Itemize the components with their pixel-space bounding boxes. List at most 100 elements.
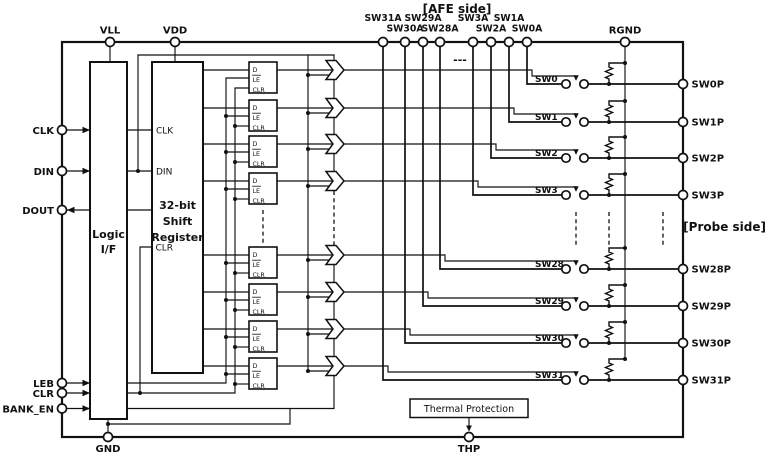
latch-clr-label: CLR <box>253 309 266 316</box>
latch-d-label: D <box>253 289 258 296</box>
latch-le-label: LE <box>253 299 261 306</box>
pin-bank-en <box>56 403 68 414</box>
switch-label: SW3 <box>535 186 558 196</box>
switch-label: SW1 <box>535 113 558 123</box>
control-arrowhead <box>573 371 579 377</box>
shunt-resistor <box>603 321 626 344</box>
afe-pin-label: SW30A <box>386 24 424 35</box>
control-arrowhead <box>573 334 579 340</box>
switch-contact-left <box>560 152 572 164</box>
shunt-resistor <box>603 247 626 270</box>
switch-contact-right <box>578 189 590 201</box>
afe-feed-wire <box>472 45 563 196</box>
afe-pin-label: SW31A <box>364 13 402 24</box>
junction-dots <box>106 169 142 426</box>
probe-pin <box>677 78 689 90</box>
driver-buffer <box>324 133 345 155</box>
switch-contact-left <box>560 337 572 349</box>
switch-label: SW29 <box>535 297 564 307</box>
control-arrowhead <box>573 297 579 303</box>
afe-feed-wire <box>526 45 563 85</box>
afe-pin <box>377 36 389 48</box>
pin-dout <box>56 204 68 216</box>
switch-contact-right <box>578 152 590 164</box>
switch-contact-left <box>560 78 572 90</box>
latch-d-label: D <box>253 363 258 370</box>
latch-clr-label: CLR <box>253 272 266 279</box>
latch-le-label: LE <box>253 188 261 195</box>
afe-feed-wire <box>490 45 563 159</box>
shift-din-input-label: DIN <box>156 168 172 178</box>
afe-feed-wire <box>508 45 563 123</box>
switch-contact-left <box>560 374 572 386</box>
latch-cell <box>248 135 278 168</box>
control-arrowhead <box>573 75 579 81</box>
latch-le-label: LE <box>253 115 261 122</box>
shift-register-title-2: Shift <box>163 215 193 228</box>
afe-feed-wire <box>382 45 563 381</box>
latch-le-label: LE <box>253 77 261 84</box>
afe-pin <box>417 36 429 48</box>
latch-cell <box>248 283 278 316</box>
switch-contact-right <box>578 300 590 312</box>
switch-contact-right <box>578 116 590 128</box>
probe-side-label: [Probe side] <box>683 220 766 234</box>
latch-cell <box>248 172 278 205</box>
afe-pin <box>434 36 446 48</box>
probe-pin <box>677 189 689 201</box>
latch-cell <box>248 320 278 353</box>
clk-label: CLK <box>33 126 56 137</box>
afe-pin <box>467 36 479 48</box>
switch-label: SW2 <box>535 149 558 159</box>
afe-pin-label: SW2A <box>476 24 507 35</box>
shunt-resistor <box>603 284 626 307</box>
latch-d-label: D <box>253 178 258 185</box>
probe-pin-label: SW28P <box>692 265 731 276</box>
latch-d-label: D <box>253 141 258 148</box>
afe-pin <box>503 36 515 48</box>
latch-le-label: LE <box>253 336 261 343</box>
afe-pin-label: SW0A <box>512 24 543 35</box>
vll-label: VLL <box>100 26 121 37</box>
thermal-protection-block <box>409 398 529 419</box>
control-arrowhead <box>573 149 579 155</box>
latch-d-label: D <box>253 252 258 259</box>
bank-en-label: BANK_EN <box>2 405 54 416</box>
afe-pin-label: SW1A <box>494 13 525 24</box>
pin-rgnd <box>619 36 631 48</box>
shunt-resistor <box>603 136 626 159</box>
driver-buffer <box>324 170 345 192</box>
latch-cell <box>248 357 278 390</box>
afe-feed-wire <box>439 45 563 270</box>
dout-label: DOUT <box>22 206 54 217</box>
switch-contact-right <box>578 263 590 275</box>
shunt-resistor <box>603 62 626 85</box>
switch-contact-right <box>578 337 590 349</box>
latch-cell <box>248 61 278 94</box>
switch-label: SW0 <box>535 75 558 85</box>
switch-contact-left <box>560 300 572 312</box>
driver-buffer <box>324 97 345 119</box>
din-label: DIN <box>34 167 54 178</box>
latch-le-label: LE <box>253 373 261 380</box>
switch-contact-right <box>578 78 590 90</box>
switch-contact-left <box>560 263 572 275</box>
probe-pin <box>677 300 689 312</box>
chip-outline <box>60 40 685 439</box>
driver-buffer <box>324 355 345 377</box>
arrowheads <box>67 126 472 432</box>
control-arrowhead <box>573 186 579 192</box>
switch-label: SW30 <box>535 334 564 344</box>
latch-d-label: D <box>253 326 258 333</box>
logic-block-title-1: Logic <box>92 228 125 241</box>
afe-pin <box>521 36 533 48</box>
latch-clr-label: CLR <box>253 198 266 205</box>
shunt-resistor <box>603 100 626 123</box>
shunt-resistor <box>603 358 626 381</box>
